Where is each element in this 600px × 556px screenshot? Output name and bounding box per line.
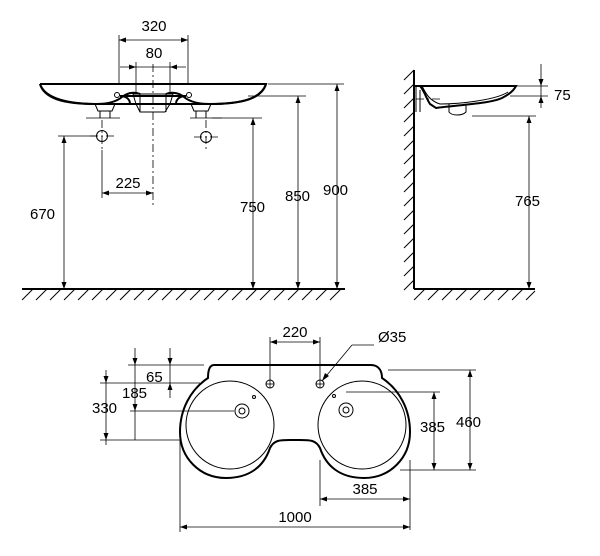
top-view: 220 Ø35 65 185 330 385 [92, 324, 481, 532]
dim-385-vertical: 385 [420, 419, 445, 436]
dim-1000: 1000 [278, 509, 311, 526]
dim-670: 670 [30, 206, 55, 223]
dim-750: 750 [240, 199, 265, 216]
left-bowl [185, 380, 275, 470]
front-view: 320 80 225 670 750 850 [21, 18, 348, 301]
dim-765: 765 [515, 193, 540, 210]
dim-65: 65 [146, 369, 163, 386]
dim-900: 900 [323, 182, 348, 199]
dim-185: 185 [122, 385, 147, 402]
dim-dia35: Ø35 [378, 329, 406, 346]
dim-385-horizontal: 385 [352, 481, 377, 498]
side-basin-outline [414, 85, 518, 110]
front-center-block [132, 93, 174, 113]
side-view: 75 765 [403, 64, 571, 301]
dim-220: 220 [282, 324, 307, 341]
dim-225: 225 [115, 175, 140, 192]
dim-80: 80 [146, 45, 163, 62]
dim-460: 460 [456, 414, 481, 431]
dim-330: 330 [92, 400, 117, 417]
dim-320: 320 [141, 18, 166, 35]
front-floor-hatch [21, 288, 342, 301]
side-wall-hatch [403, 69, 536, 301]
right-bowl [317, 380, 407, 470]
dim-75: 75 [554, 87, 571, 104]
top-basin-outline [178, 364, 412, 480]
dim-850: 850 [285, 188, 310, 205]
